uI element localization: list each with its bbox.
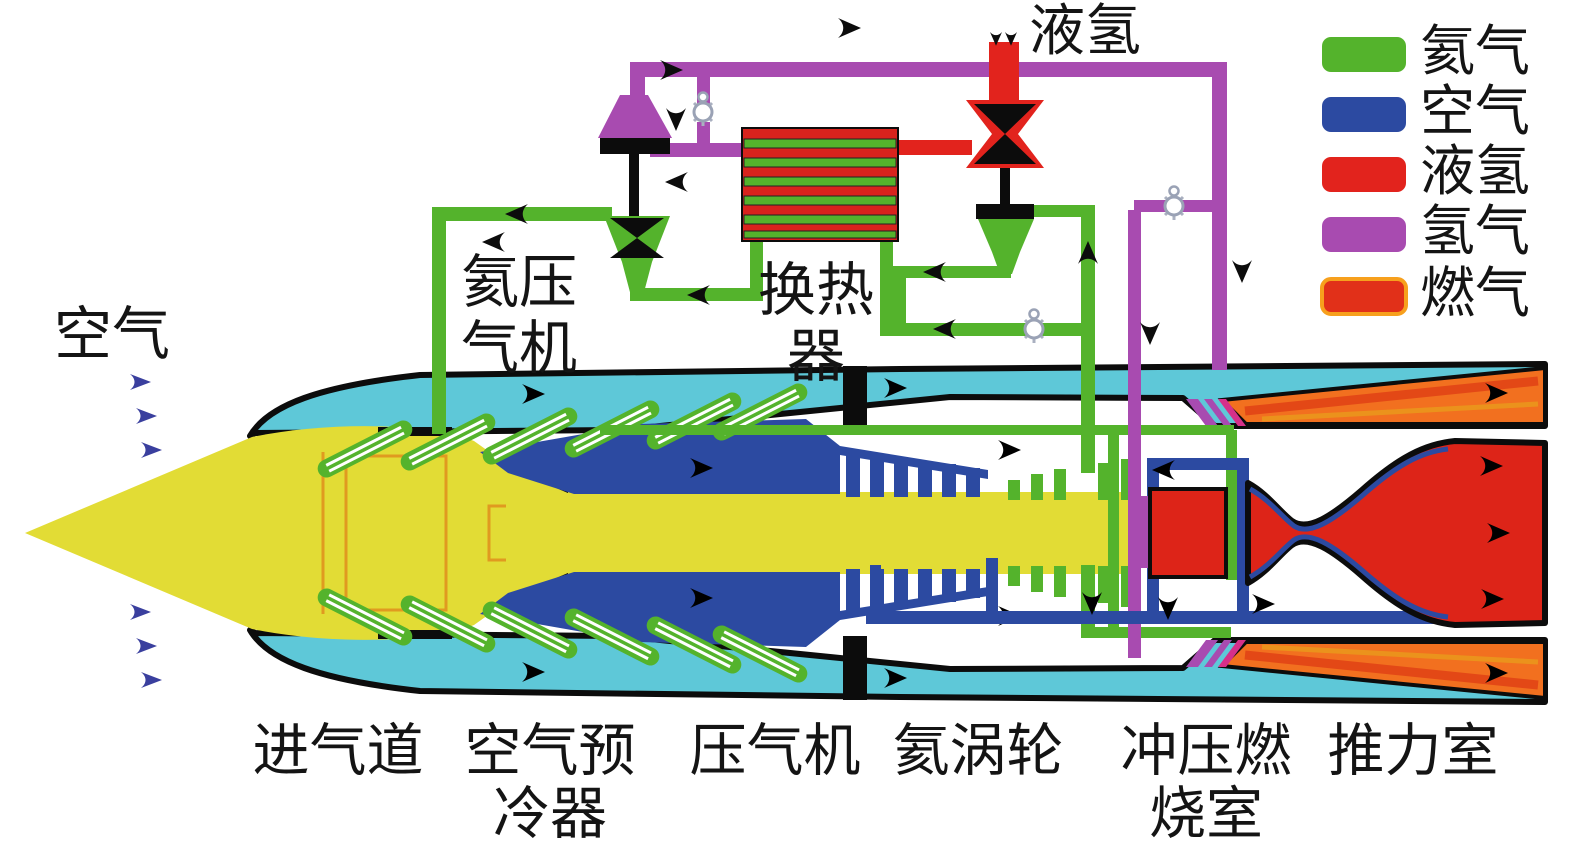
legend: 氦气 空气 液氢 氢气 燃气 xyxy=(1320,21,1530,324)
compressor-blade xyxy=(918,461,932,497)
helium-compressor-label-line2: 气机 xyxy=(461,316,577,381)
helium-turbine-blade xyxy=(1008,480,1020,500)
air-inlet-label: 空气 xyxy=(54,302,170,367)
chamber-coolant-pipe xyxy=(1081,627,1231,638)
heat-exchanger-label-line2: 器 xyxy=(787,324,845,389)
air-line xyxy=(986,558,998,615)
helium-pipe xyxy=(1081,205,1095,473)
legend-swatch-air xyxy=(1322,97,1406,132)
legend-swatch-lh2 xyxy=(1322,157,1406,192)
liquid-hydrogen-piping xyxy=(898,42,1019,155)
precooler-section-label-line1: 空气预 xyxy=(465,720,636,783)
helium-collector-pipe xyxy=(600,425,1234,435)
flow-arrow xyxy=(998,440,1021,460)
compressor-section-label: 压气机 xyxy=(690,720,861,783)
hydrogen-gas-piping xyxy=(630,62,1227,370)
chamber-coolant-pipe xyxy=(1226,430,1237,580)
combustion-chamber xyxy=(1148,487,1228,579)
flameholder-stripe xyxy=(1204,399,1232,426)
thrust-chamber-assembly xyxy=(600,205,1548,658)
air-line xyxy=(866,611,1436,624)
helium-turbine-blade xyxy=(1098,463,1110,500)
flameholder-stripe xyxy=(1186,399,1218,426)
lh2-pump-unit xyxy=(966,100,1044,274)
core-machinery xyxy=(313,378,1133,685)
helium-turbine-blade xyxy=(1031,474,1043,500)
helium-turbine-blade xyxy=(1054,469,1066,500)
hydrogen-injector-pipe xyxy=(1128,210,1141,658)
legend-swatch-gas xyxy=(1320,277,1408,316)
ramjet-section-label-line1: 冲压燃 xyxy=(1121,720,1292,783)
hydrogen-compressor xyxy=(598,95,672,138)
legend-label-air: 空气 xyxy=(1420,81,1530,142)
compressor-rotor-wedge xyxy=(480,419,840,494)
center-body-detail xyxy=(344,454,448,612)
precooler-section-label-line2: 冷器 xyxy=(493,783,607,846)
compressor-beam xyxy=(840,446,988,479)
legend-swatch-gh2 xyxy=(1322,217,1406,252)
chamber-coolant-pipe xyxy=(1108,430,1119,635)
compressor-blade xyxy=(942,464,956,497)
shaft-transition xyxy=(506,464,576,602)
flameholder-stripe xyxy=(1218,399,1246,426)
inlet-section-label: 进气道 xyxy=(253,720,424,783)
valve-icon xyxy=(1163,185,1185,222)
legend-swatch-helium xyxy=(1322,37,1406,72)
thrust-chamber-section-label: 推力室 xyxy=(1328,720,1499,783)
hydrogen-compressor-unit xyxy=(598,95,672,296)
nozzle-coolant-contour xyxy=(1248,446,1449,532)
center-body xyxy=(252,426,512,640)
legend-label-helium: 氦气 xyxy=(1420,21,1530,82)
ramjet-section-label-line2: 烧室 xyxy=(1149,783,1263,846)
helium-compressor-label-line1: 氦压 xyxy=(461,250,577,315)
helium-turbine-section-label: 氦涡轮 xyxy=(893,720,1064,783)
compressor-blade xyxy=(846,450,860,497)
heat-exchanger xyxy=(741,127,899,242)
air-line xyxy=(870,565,881,615)
compressor-blade xyxy=(894,457,908,497)
heat-exchanger-label-line1: 换热 xyxy=(758,258,874,323)
ramjet-flame-streak xyxy=(1261,401,1539,422)
compressor-blade xyxy=(870,454,884,497)
legend-label-gh2: 氢气 xyxy=(1420,201,1530,262)
injector-manifold xyxy=(1130,496,1148,568)
inlet-spike-tip xyxy=(25,437,252,629)
legend-label-gas: 燃气 xyxy=(1420,263,1530,324)
lh2-inlet-label: 液氢 xyxy=(1029,1,1141,63)
bell-nozzle xyxy=(1245,438,1548,628)
legend-label-lh2: 液氢 xyxy=(1420,141,1530,202)
diagram-labels: 液氢 空气 氦压 气机 换热 器 进气道 空气预 冷器 压气机 氦涡轮 冲压燃 … xyxy=(54,1,1499,846)
valve-icon xyxy=(1023,308,1045,345)
engine-shaft xyxy=(568,492,1140,574)
nozzle-coolant-contour xyxy=(1248,534,1449,620)
duct-strut xyxy=(843,366,867,430)
body-edge-mark xyxy=(378,427,452,436)
compressor-blade xyxy=(966,468,980,497)
helium-turbine-2 xyxy=(978,219,1034,252)
